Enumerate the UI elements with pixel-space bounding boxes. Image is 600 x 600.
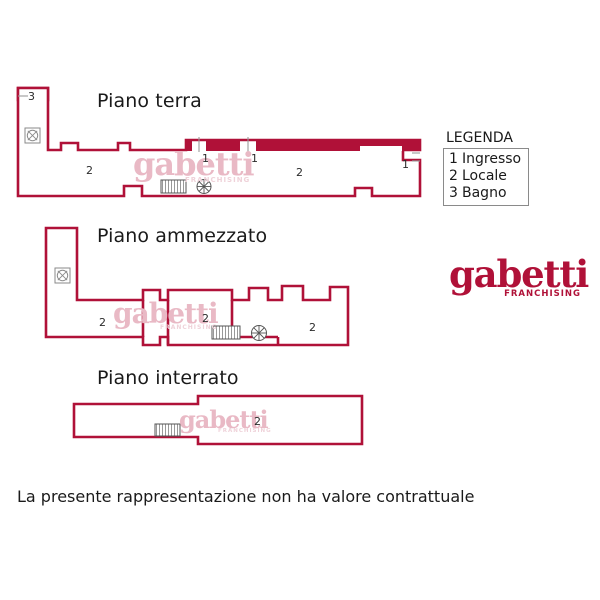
disclaimer-caption: La presente rappresentazione non ha valo… xyxy=(17,487,475,506)
wall-segment xyxy=(256,140,402,151)
room-label-ingresso: 1 xyxy=(402,158,409,171)
window-fixture-icon xyxy=(24,127,41,144)
wall-notch xyxy=(360,145,402,151)
room-label-locale: 2 xyxy=(86,164,93,177)
room-label-locale: 2 xyxy=(99,316,106,329)
watermark-logo: gabetti xyxy=(133,145,255,183)
legend-label: Locale xyxy=(462,168,507,184)
legend-label: Bagno xyxy=(462,185,507,201)
logo-wordmark: gabetti xyxy=(449,252,589,296)
room-label-locale: 2 xyxy=(296,166,303,179)
legend-number: 2 xyxy=(449,168,458,184)
watermark-sub: FRANCHISING xyxy=(185,176,251,184)
wall-segment xyxy=(360,140,402,146)
floor-title-piano-interrato: Piano interrato xyxy=(97,367,239,389)
legend-label: Ingresso xyxy=(462,151,522,167)
wall-segment xyxy=(395,140,420,151)
gabetti-logo: gabetti FRANCHISING xyxy=(449,252,589,304)
watermark-sub: FRANCHISING xyxy=(218,428,272,434)
watermark-logo: gabetti xyxy=(179,405,269,434)
logo-subtitle: FRANCHISING xyxy=(504,289,581,299)
watermark-sub: FRANCHISING xyxy=(160,324,218,331)
floor-title-piano-ammezzato: Piano ammezzato xyxy=(97,225,268,247)
legend-title: LEGENDA xyxy=(446,130,513,146)
room-label-bagno: 3 xyxy=(28,90,35,103)
room-label-locale: 2 xyxy=(309,321,316,334)
legend-number: 1 xyxy=(449,151,458,167)
legend-number: 3 xyxy=(449,185,458,201)
staircase-icon xyxy=(154,423,181,437)
spiral-staircase-icon xyxy=(251,325,267,341)
room-label-locale: 2 xyxy=(254,415,261,428)
room-label-ingresso: 1 xyxy=(202,152,209,165)
room-label-locale: 2 xyxy=(202,312,209,325)
watermark-logo: gabetti xyxy=(113,297,219,330)
window-fixture-icon xyxy=(54,267,71,284)
room-label-ingresso: 1 xyxy=(251,152,258,165)
floor-title-piano-terra: Piano terra xyxy=(97,90,202,112)
